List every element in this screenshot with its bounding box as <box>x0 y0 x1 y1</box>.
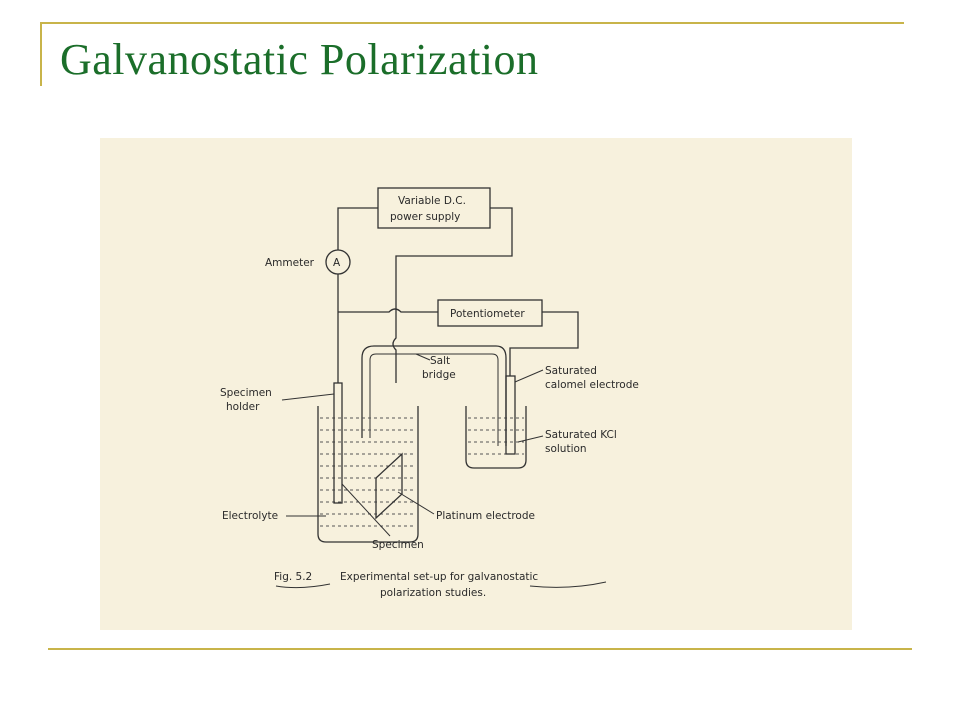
left-rule <box>40 22 42 86</box>
caption-line-2: polarization studies. <box>380 587 486 599</box>
specimen-label: Specimen <box>372 539 424 551</box>
kcl-leader <box>517 435 544 443</box>
wire-to-potentiometer-left <box>338 308 438 313</box>
bottom-rule <box>48 648 912 650</box>
slide-title: Galvanostatic Polarization <box>60 35 539 84</box>
caption-fig-underline <box>275 583 331 589</box>
salt-bridge-outer <box>361 345 507 446</box>
power-supply-label-2: power supply <box>390 211 460 223</box>
salt-bridge-inner <box>369 353 499 446</box>
platinum-leader <box>397 491 435 515</box>
calomel-leader <box>514 369 544 383</box>
ammeter-label: Ammeter <box>265 257 315 269</box>
specimen-holder-label-1: Specimen <box>220 387 272 399</box>
electrolyte-label: Electrolyte <box>222 510 278 522</box>
specimen-holder <box>333 382 343 504</box>
salt-bridge-pointer <box>415 353 431 361</box>
calomel-label-2: calomel electrode <box>545 379 639 391</box>
main-electrolyte <box>320 417 416 527</box>
salt-bridge-label-1: Salt <box>430 355 450 367</box>
kcl-label-1: Saturated KCl <box>545 429 617 441</box>
ammeter-symbol: A <box>333 257 341 269</box>
calomel-electrode <box>505 375 516 455</box>
main-beaker <box>317 406 419 543</box>
wire-potentiometer-calomel <box>509 311 579 376</box>
platinum-electrode <box>375 452 403 520</box>
setup-diagram: Variable D.C. power supply A Ammeter Pot… <box>220 187 639 599</box>
kcl-label-2: solution <box>545 443 587 455</box>
platinum-label: Platinum electrode <box>436 510 535 522</box>
potentiometer-label: Potentiometer <box>450 308 525 320</box>
potentiometer-box <box>437 299 543 327</box>
salt-bridge-label-2: bridge <box>422 369 456 381</box>
caption-fig-number: Fig. 5.2 <box>274 571 312 583</box>
top-rule <box>40 22 904 24</box>
specimen-holder-leader <box>281 393 335 401</box>
caption-line-1: Experimental set-up for galvanostatic <box>340 571 538 583</box>
specimen-leader <box>341 483 391 537</box>
specimen-holder-label-2: holder <box>226 401 260 413</box>
wire-supply-platinum <box>392 207 513 383</box>
wire-supply-ammeter <box>337 207 378 250</box>
scanned-figure: Variable D.C. power supply A Ammeter Pot… <box>100 138 852 630</box>
caption-underline <box>529 581 607 588</box>
power-supply-label-1: Variable D.C. <box>398 195 466 207</box>
calomel-label-1: Saturated <box>545 365 597 377</box>
kcl-beaker <box>465 406 527 469</box>
